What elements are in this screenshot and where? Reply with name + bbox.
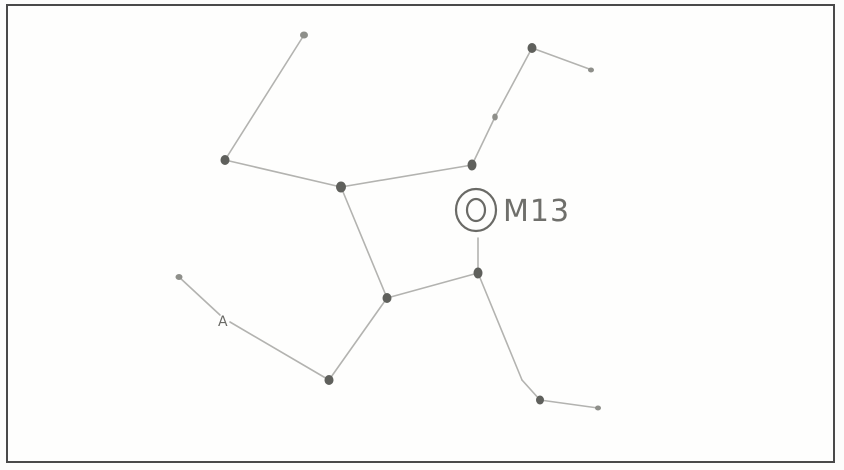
line-12 — [179, 277, 220, 315]
star-8 — [474, 268, 483, 279]
star-3 — [336, 182, 346, 193]
line-7 — [341, 187, 387, 298]
line-1 — [225, 35, 304, 160]
star-9 — [383, 293, 392, 303]
star-2 — [221, 155, 230, 165]
star-label-a: A — [218, 314, 228, 330]
star-4 — [468, 160, 477, 171]
m13-cluster-symbol — [456, 189, 496, 231]
line-8 — [387, 273, 478, 298]
cluster-inner-ring-icon — [467, 199, 485, 221]
star-1 — [300, 32, 308, 39]
star-6 — [528, 43, 537, 53]
star-11 — [176, 274, 183, 280]
line-5 — [495, 48, 532, 117]
cluster-label: M13 — [503, 194, 570, 229]
line-10 — [329, 298, 387, 380]
line-4 — [472, 117, 495, 165]
star-13 — [595, 406, 601, 411]
star-10 — [325, 375, 334, 385]
line-3 — [341, 165, 472, 187]
line-13 — [478, 273, 522, 380]
line-6 — [532, 48, 592, 70]
line-15 — [540, 400, 598, 408]
line-2 — [225, 160, 341, 187]
star-12 — [536, 396, 544, 405]
star-7 — [588, 68, 594, 73]
star-5 — [492, 114, 498, 121]
cluster-outer-ring-icon — [456, 189, 496, 231]
line-11 — [230, 322, 329, 380]
